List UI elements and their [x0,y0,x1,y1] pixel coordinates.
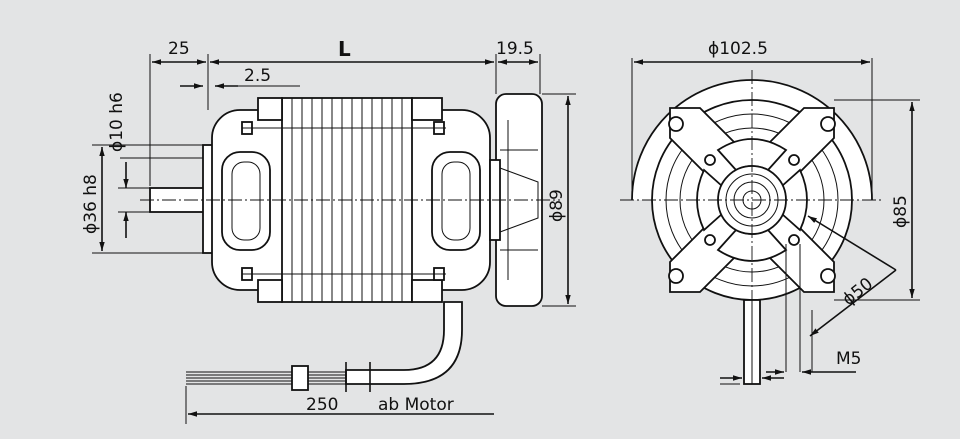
dim-thread: M5 [836,349,861,369]
inner-screw [704,234,716,246]
front-view: ϕ102.5 [620,39,920,385]
dim-front-diameter: ϕ102.5 [708,39,768,59]
left-winding [221,151,271,251]
dim-step: 2.5 [244,66,271,86]
right-winding [431,151,481,251]
corner-screw [668,116,684,132]
left-bracket-top [257,97,283,121]
cable-note: ab Motor [378,395,454,415]
right-bracket-bottom [411,279,443,303]
dim-hub-diameter: ϕ36 h8 [81,174,101,234]
inner-screw [788,234,800,246]
side-view: 25 L 19.5 2.5 ϕ10 h6 ϕ36 h8 ϕ89 250 ab M… [81,37,576,424]
dim-shaft-diameter: ϕ10 h6 [107,92,127,152]
left-bracket-bottom [257,279,283,303]
corner-screw [820,116,836,132]
cable-wires [186,371,346,385]
right-bracket-top [411,97,443,121]
cable-connector [291,365,309,391]
dim-hole-pitch: ϕ85 [891,195,911,228]
dim-inner-diameter: ϕ50 [839,274,877,310]
dim-line-50 [807,215,897,271]
dim-length: L [338,37,351,61]
inner-screw [788,154,800,166]
power-cable [345,301,463,385]
dim-fan-width: 19.5 [496,39,534,59]
inner-screw [704,154,716,166]
dim-fan-diameter: ϕ89 [547,189,567,222]
corner-screw [668,268,684,284]
dim-shaft-length: 25 [168,39,190,59]
corner-screw [820,268,836,284]
dim-cable-length: 250 [306,395,338,415]
